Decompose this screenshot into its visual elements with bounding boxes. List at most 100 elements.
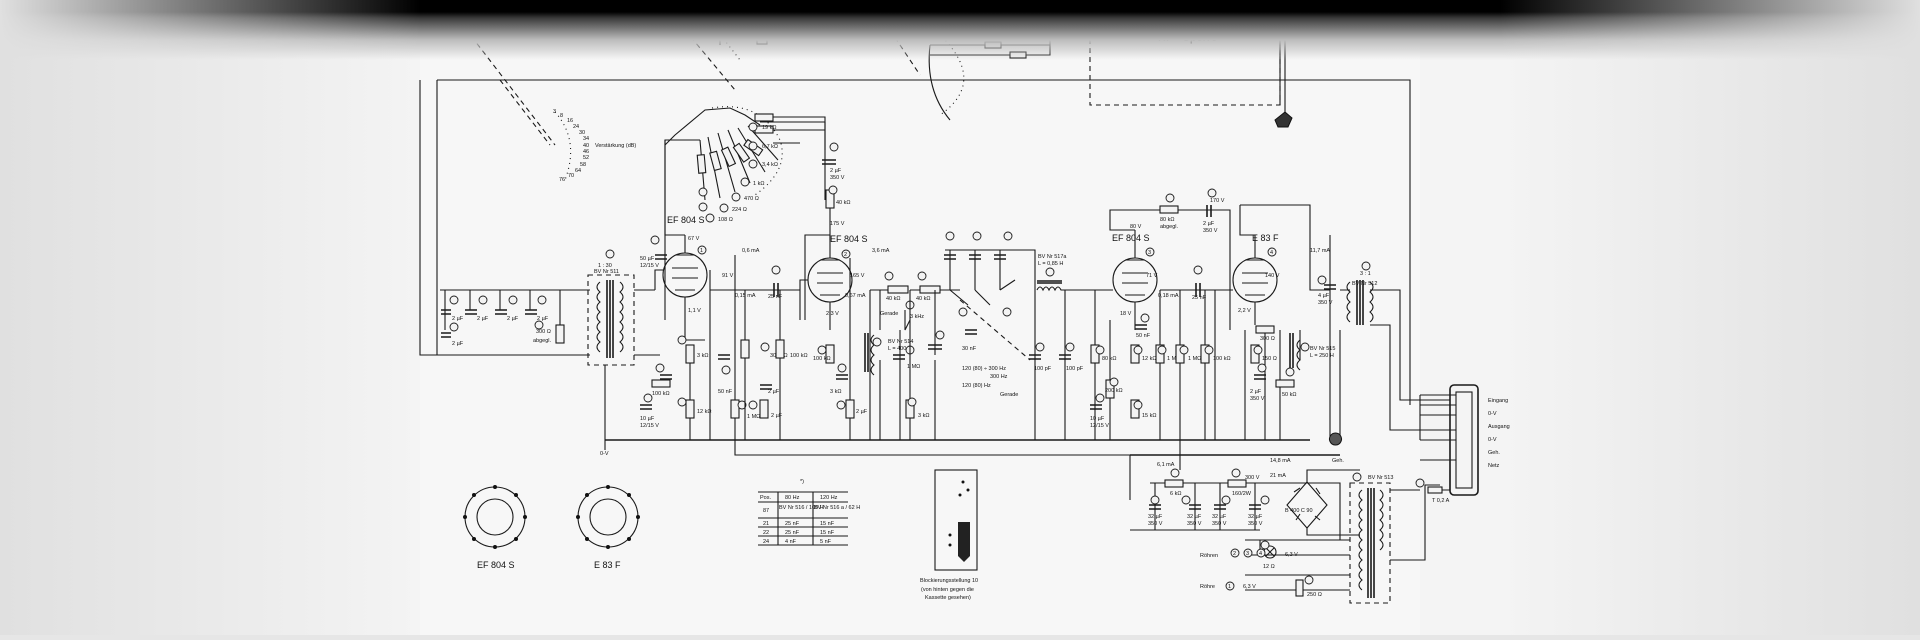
svg-text:40 kΩ: 40 kΩ: [836, 200, 851, 206]
svg-text:50 nF: 50 nF: [1136, 333, 1151, 339]
svg-text:350 V: 350 V: [1187, 521, 1202, 527]
svg-text:46: 46: [583, 149, 589, 155]
svg-text:BV Nr 514: BV Nr 514: [888, 339, 913, 345]
svg-text:32 µF: 32 µF: [1148, 514, 1163, 520]
svg-text:120 Hz: 120 Hz: [820, 495, 838, 501]
svg-text:6,3 V: 6,3 V: [1285, 552, 1298, 558]
svg-text:300 Hz: 300 Hz: [990, 374, 1008, 380]
svg-text:*): *): [800, 479, 804, 485]
svg-text:0-V: 0-V: [1488, 437, 1497, 443]
r-top-label: 100 kΩ: [770, 30, 788, 36]
svg-text:3 kΩ: 3 kΩ: [830, 389, 841, 395]
svg-text:3 kΩ: 3 kΩ: [697, 353, 708, 359]
svg-text:19 kΩ: 19 kΩ: [762, 125, 777, 131]
svg-text:1 MΩ: 1 MΩ: [747, 414, 760, 420]
svg-text:350 V: 350 V: [830, 175, 845, 181]
svg-text:25 nF: 25 nF: [768, 294, 783, 300]
output-connector: Eingang 0-V Ausgang 0-V Geh. Netz: [1409, 384, 1510, 496]
svg-text:2 µF: 2 µF: [537, 316, 549, 322]
filter-selector: 30 nF 120 (80) ÷ 300 Hz 300 Hz 120 (80) …: [944, 231, 1084, 440]
svg-text:EF 804 S: EF 804 S: [667, 215, 705, 225]
svg-text:108 Ω: 108 Ω: [718, 217, 733, 223]
svg-text:4: 4: [1270, 250, 1273, 256]
svg-text:100 pF: 100 pF: [1066, 366, 1084, 372]
svg-text:350 V: 350 V: [1148, 521, 1163, 527]
svg-text:2: 2: [844, 252, 847, 258]
svg-text:Geh.: Geh.: [1488, 450, 1500, 456]
svg-text:175 V: 175 V: [830, 221, 845, 227]
svg-text:224 Ω: 224 Ω: [732, 207, 747, 213]
svg-text:abgegl.: abgegl.: [1160, 224, 1179, 230]
svg-text:2 µF: 2 µF: [830, 168, 842, 174]
gain-scale-label: Verstärkung (dB): [595, 143, 636, 149]
svg-text:Röhren: Röhren: [1200, 553, 1218, 559]
svg-text:350 V: 350 V: [1318, 300, 1333, 306]
svg-text:Gerade: Gerade: [1000, 392, 1018, 398]
svg-text:3,6 mA: 3,6 mA: [872, 248, 890, 254]
svg-text:4: 4: [1259, 551, 1262, 557]
svg-text:3: 3: [1246, 551, 1249, 557]
svg-text:14,8 mA: 14,8 mA: [1270, 458, 1291, 464]
svg-text:25 nF: 25 nF: [785, 521, 800, 527]
svg-text:8: 8: [560, 113, 563, 119]
svg-text:BV Nr 511: BV Nr 511: [594, 269, 619, 275]
coupling-cap-17: 25 nF 300 kΩ 100 kΩ 2 µF 2 µF: [710, 265, 808, 440]
svg-text:BV Nr 513: BV Nr 513: [1368, 475, 1393, 481]
svg-text:3 : 1: 3 : 1: [1360, 271, 1371, 277]
svg-text:BV Nr 515: BV Nr 515: [1310, 346, 1335, 352]
svg-text:2 µF: 2 µF: [452, 341, 464, 347]
svg-text:21 mA: 21 mA: [1270, 473, 1286, 479]
svg-text:100 kΩ: 100 kΩ: [652, 391, 670, 397]
svg-text:120 (80) Hz: 120 (80) Hz: [962, 383, 991, 389]
svg-text:12/15 V: 12/15 V: [640, 263, 659, 269]
svg-text:2 µF: 2 µF: [477, 316, 489, 322]
svg-text:80 kΩ: 80 kΩ: [1102, 356, 1117, 362]
svg-text:(von hinten gegen die: (von hinten gegen die: [921, 587, 974, 593]
svg-text:1 MΩ: 1 MΩ: [1167, 356, 1180, 362]
svg-text:58: 58: [580, 162, 586, 168]
svg-text:170 V: 170 V: [1210, 198, 1225, 204]
svg-text:24: 24: [573, 124, 579, 130]
svg-text:350 V: 350 V: [1212, 521, 1227, 527]
svg-text:3: 3: [1148, 250, 1151, 256]
ground-label: 0-V: [600, 451, 609, 457]
tube-4: E 83 F 4 140 V 2,2 V 11,7 mA 150 Ω 300 Ω…: [1225, 204, 1336, 440]
svg-text:25 nF: 25 nF: [1192, 295, 1207, 301]
svg-text:2 µF: 2 µF: [1203, 221, 1215, 227]
tube-2: EF 804 S 2 165 V 2,3 V 175 V 3,6 mA 0,67…: [760, 121, 890, 440]
svg-text:2 µF: 2 µF: [507, 316, 519, 322]
svg-text:B 400 C 90: B 400 C 90: [1285, 508, 1313, 514]
svg-text:16: 16: [567, 118, 573, 124]
svg-text:32 µF: 32 µF: [1248, 514, 1263, 520]
svg-text:11,7 mA: 11,7 mA: [1310, 248, 1330, 254]
svg-text:150 Ω: 150 Ω: [1262, 356, 1277, 362]
svg-text:15 nF: 15 nF: [820, 521, 835, 527]
svg-text:350 V: 350 V: [1250, 396, 1265, 402]
svg-text:70: 70: [568, 173, 574, 179]
svg-text:EF 804 S: EF 804 S: [477, 560, 515, 570]
svg-text:91 V: 91 V: [722, 273, 734, 279]
svg-text:Netz: Netz: [1488, 463, 1500, 469]
svg-text:2 µF: 2 µF: [1250, 389, 1262, 395]
svg-text:18 V: 18 V: [1120, 311, 1132, 317]
svg-text:470 Ω: 470 Ω: [744, 196, 759, 202]
svg-text:300 Ω: 300 Ω: [536, 329, 551, 335]
svg-text:BV Nr 517a: BV Nr 517a: [1038, 254, 1067, 260]
svg-text:300 V: 300 V: [1245, 475, 1260, 481]
svg-text:12/15 V: 12/15 V: [640, 423, 659, 429]
svg-text:Eingang: Eingang: [1488, 398, 1508, 404]
svg-text:0-V: 0-V: [1488, 411, 1497, 417]
svg-text:0,18 mA: 0,18 mA: [1158, 293, 1179, 299]
svg-text:10 µF: 10 µF: [1090, 416, 1105, 422]
svg-text:0,6 mA: 0,6 mA: [742, 248, 760, 254]
svg-text:10 µF: 10 µF: [640, 416, 655, 422]
svg-text:3 kHz: 3 kHz: [910, 314, 924, 320]
svg-text:6 kΩ: 6 kΩ: [1170, 491, 1181, 497]
svg-text:50 µF: 50 µF: [640, 256, 655, 262]
svg-text:L = 0,85 H: L = 0,85 H: [1038, 261, 1063, 267]
svg-text:6,1 mA: 6,1 mA: [1157, 462, 1175, 468]
